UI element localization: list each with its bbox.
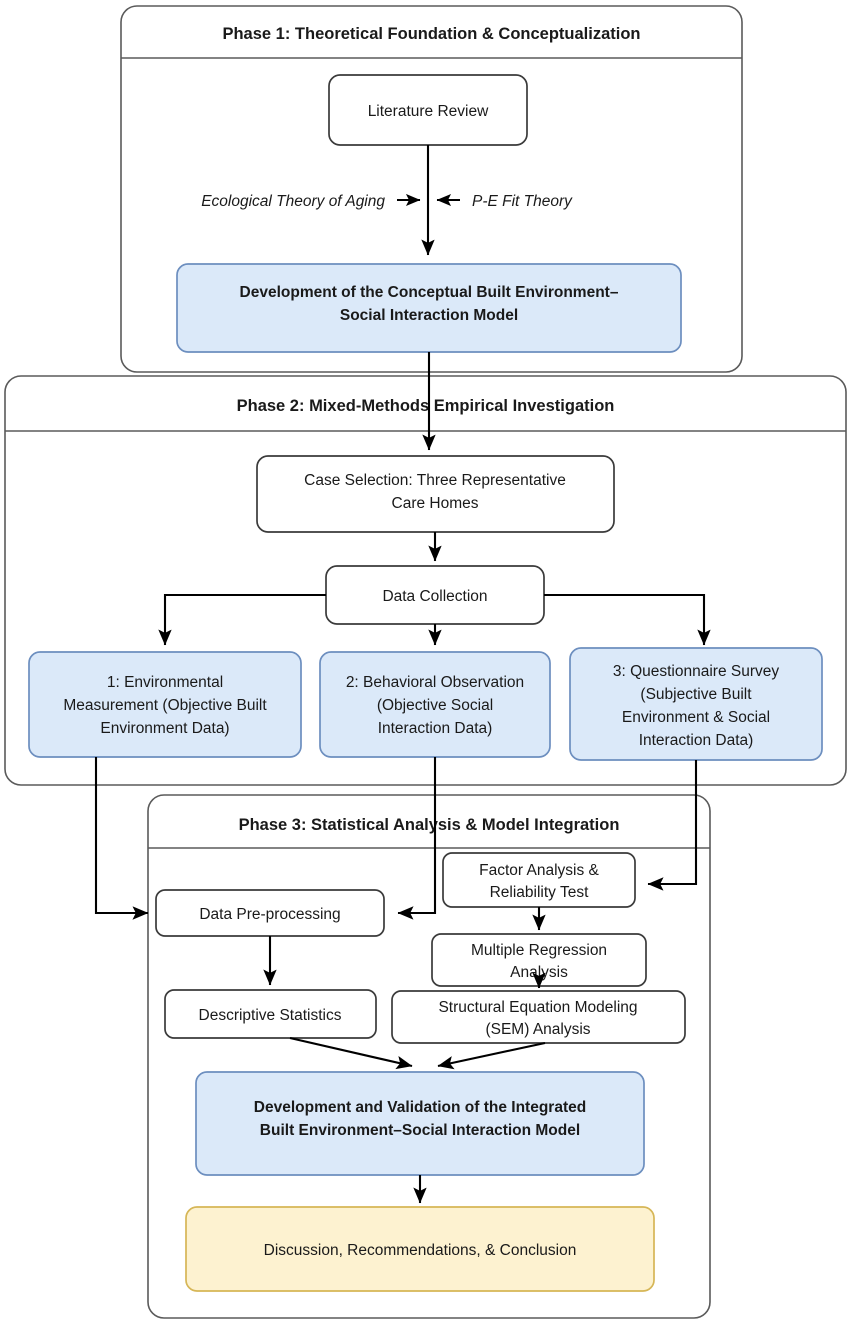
method3-label-line3: Environment & Social <box>622 709 770 726</box>
phase-1-title: Phase 1: Theoretical Foundation & Concep… <box>222 25 640 43</box>
node-data-preprocessing[interactable]: Data Pre-processing <box>155 889 385 937</box>
sem-analysis-box[interactable] <box>391 990 686 1044</box>
method2-label-line2: (Objective Social <box>377 697 493 714</box>
method1-label-line3: Environment Data) <box>100 720 229 737</box>
conclusion-label: Discussion, Recommendations, & Conclusio… <box>264 1242 577 1259</box>
annotation-ecological-theory-of-aging: Ecological Theory of Aging <box>201 193 385 210</box>
factor-analysis-label-line2: Reliability Test <box>490 884 589 901</box>
case-selection-label-line1: Case Selection: Three Representative <box>304 472 566 489</box>
method2-label-line1: 2: Behavioral Observation <box>346 674 524 691</box>
sem-label-line2: (SEM) Analysis <box>485 1021 590 1038</box>
integrated-model-label-line2: Built Environment–Social Interaction Mod… <box>260 1122 580 1139</box>
edge-method3-to-factor-analysis <box>647 760 698 891</box>
node-descriptive-statistics[interactable]: Descriptive Statistics <box>164 989 377 1039</box>
factor-analysis-label-line1: Factor Analysis & <box>479 862 599 879</box>
data-collection-label: Data Collection <box>382 588 487 605</box>
sem-label-line1: Structural Equation Modeling <box>438 999 637 1016</box>
edge-data-collection-to-method1 <box>158 593 326 646</box>
node-method-environmental-measurement[interactable]: 1: Environmental Measurement (Objective … <box>28 651 302 758</box>
edge-sem-to-integrated-model <box>437 1041 546 1070</box>
edge-method1-to-data-preprocessing <box>94 757 149 920</box>
node-method-behavioral-observation[interactable]: 2: Behavioral Observation (Objective Soc… <box>319 651 551 758</box>
node-case-selection[interactable]: Case Selection: Three Representative Car… <box>256 455 615 533</box>
phase-2-title: Phase 2: Mixed-Methods Empirical Investi… <box>237 397 615 415</box>
method3-label-line1: 3: Questionnaire Survey <box>613 663 780 680</box>
method2-label-line3: Interaction Data) <box>378 720 493 737</box>
multiple-regression-label-line1: Multiple Regression <box>471 942 607 959</box>
annotation-pe-fit-theory: P-E Fit Theory <box>472 193 573 210</box>
node-method-questionnaire-survey[interactable]: 3: Questionnaire Survey (Subjective Buil… <box>569 647 823 761</box>
method3-label-line4: Interaction Data) <box>639 732 754 749</box>
conceptual-model-label-line1: Development of the Conceptual Built Envi… <box>240 284 619 301</box>
edge-data-collection-to-method3 <box>544 593 711 646</box>
node-sem-analysis[interactable]: Structural Equation Modeling (SEM) Analy… <box>391 990 686 1044</box>
data-preprocessing-label: Data Pre-processing <box>199 906 340 923</box>
node-factor-analysis[interactable]: Factor Analysis & Reliability Test <box>442 852 636 908</box>
descriptive-statistics-box[interactable] <box>164 989 377 1039</box>
literature-review-label: Literature Review <box>368 103 489 120</box>
node-conclusion[interactable]: Discussion, Recommendations, & Conclusio… <box>185 1206 655 1292</box>
multiple-regression-label-line2: Analysis <box>510 964 568 981</box>
edge-descriptive-statistics-to-integrated-model <box>289 1036 413 1070</box>
method1-label-line2: Measurement (Objective Built <box>63 697 267 714</box>
method1-box[interactable] <box>28 651 302 758</box>
descriptive-statistics-label: Descriptive Statistics <box>199 1007 342 1024</box>
case-selection-box[interactable] <box>256 455 615 533</box>
conceptual-model-label-line2: Social Interaction Model <box>340 307 518 324</box>
integrated-model-label-line1: Development and Validation of the Integr… <box>254 1099 586 1116</box>
edge-method2-to-data-preprocessing <box>397 757 437 920</box>
method1-label-line1: 1: Environmental <box>107 674 223 691</box>
node-conceptual-model[interactable]: Development of the Conceptual Built Envi… <box>176 263 682 353</box>
node-data-collection[interactable]: Data Collection <box>325 565 545 625</box>
case-selection-label-line2: Care Homes <box>392 495 479 512</box>
node-multiple-regression[interactable]: Multiple Regression Analysis <box>431 933 647 987</box>
method3-label-line2: (Subjective Built <box>640 686 752 703</box>
node-literature-review[interactable]: Literature Review <box>328 74 528 146</box>
node-integrated-model[interactable]: Development and Validation of the Integr… <box>195 1071 645 1176</box>
conclusion-box[interactable] <box>185 1206 655 1292</box>
phase-3-title: Phase 3: Statistical Analysis & Model In… <box>239 816 620 834</box>
